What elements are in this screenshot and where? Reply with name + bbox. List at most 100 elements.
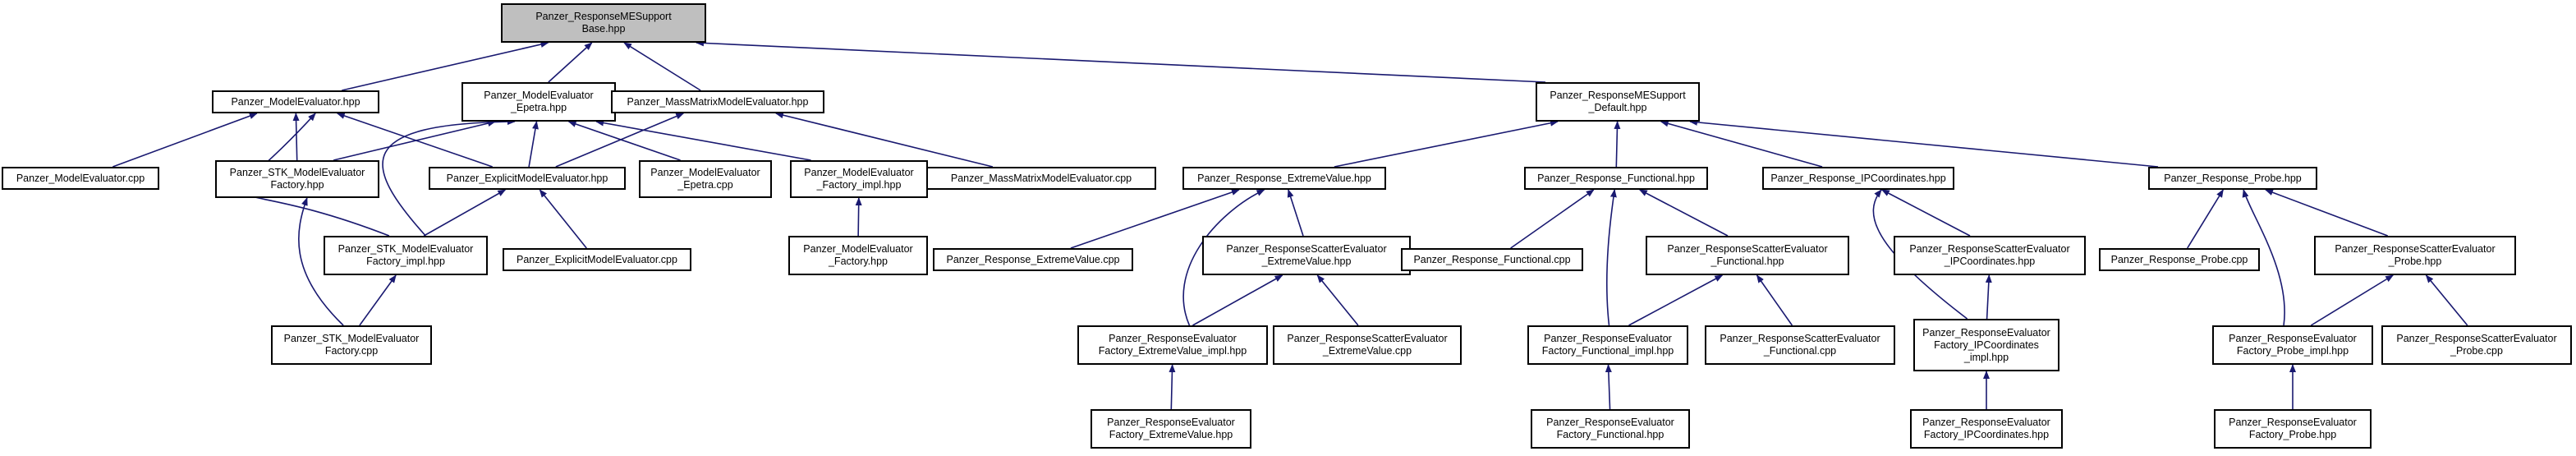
node-label-line: Panzer_ResponseEvaluator [1922, 326, 2050, 339]
edge-mass-matrix-cpp-to-mass-matrix-hpp [774, 112, 994, 168]
node-label-line: _Probe.cpp [2450, 345, 2503, 357]
node-mass-matrix-hpp[interactable]: Panzer_MassMatrixModelEvaluator.hpp [611, 90, 824, 113]
node-label-line: Panzer_ResponseMESupport [1550, 90, 1686, 101]
node-label-line: Factory_Probe_impl.hpp [2236, 345, 2349, 357]
edge-model-eval-factory-impl-to-model-eval-epetra-hpp [595, 119, 811, 161]
node-scatter-probe-hpp[interactable]: Panzer_ResponseScatterEvaluator_Probe.hp… [2314, 236, 2516, 275]
node-label-line: _ExtremeValue.cpp [1322, 345, 1412, 357]
node-label-line: Panzer_ModelEvaluator.cpp [16, 172, 145, 184]
node-functional-hpp[interactable]: Panzer_Response_Functional.hpp [1524, 167, 1708, 190]
edge-ipcoord-hpp-to-mes-default [1660, 120, 1823, 168]
node-model-eval-epetra-hpp[interactable]: Panzer_ModelEvaluator_Epetra.hpp [461, 82, 616, 122]
edge-stk-factory-impl-to-model-eval-epetra-hpp [382, 118, 516, 237]
node-label-line: Panzer_ExplicitModelEvaluator.cpp [517, 253, 677, 265]
node-model-eval-hpp[interactable]: Panzer_ModelEvaluator.hpp [212, 90, 379, 113]
node-model-eval-epetra-cpp[interactable]: Panzer_ModelEvaluator_Epetra.cpp [639, 160, 772, 198]
node-functional-cpp[interactable]: Panzer_Response_Functional.cpp [1401, 248, 1583, 271]
node-label-line: _Functional.cpp [1763, 345, 1837, 357]
node-label-line: Factory_ExtremeValue.hpp [1109, 429, 1233, 440]
edge-probe-cpp-to-probe-hpp [2187, 189, 2224, 249]
node-scatter-functional-hpp[interactable]: Panzer_ResponseScatterEvaluator_Function… [1646, 236, 1849, 275]
node-scatter-probe-cpp[interactable]: Panzer_ResponseScatterEvaluator_Probe.cp… [2381, 325, 2572, 365]
node-probe-cpp[interactable]: Panzer_Response_Probe.cpp [2099, 248, 2260, 271]
node-label-line: Panzer_ModelEvaluator [803, 243, 913, 255]
edge-factory-functional-impl-to-functional-hpp [1606, 189, 1617, 326]
node-label-line: _Default.hpp [1588, 102, 1647, 113]
node-label-line: _Epetra.hpp [510, 102, 567, 113]
node-label-line: Factory_Functional.hpp [1556, 429, 1665, 440]
node-scatter-ipcoord-hpp[interactable]: Panzer_ResponseScatterEvaluator_IPCoordi… [1894, 236, 2086, 275]
node-label-line: Panzer_Response_ExtremeValue.cpp [946, 253, 1120, 265]
edge-factory-extreme-impl-to-extreme-hpp [1182, 189, 1265, 326]
node-probe-hpp[interactable]: Panzer_Response_Probe.hpp [2148, 167, 2317, 190]
edge-explicit-hpp-to-mass-matrix-hpp [555, 113, 685, 168]
node-label-line: Panzer_STK_ModelEvaluator [229, 167, 365, 178]
edge-scatter-probe-cpp-to-scatter-probe-hpp [2425, 274, 2468, 326]
edge-model-eval-cpp-to-model-eval-hpp [112, 113, 258, 168]
node-model-eval-factory-impl[interactable]: Panzer_ModelEvaluator_Factory_impl.hpp [790, 160, 928, 198]
node-explicit-cpp[interactable]: Panzer_ExplicitModelEvaluator.cpp [503, 248, 691, 271]
node-model-eval-factory-hpp[interactable]: Panzer_ModelEvaluator_Factory.hpp [788, 236, 928, 275]
node-scatter-extreme-cpp[interactable]: Panzer_ResponseScatterEvaluator_ExtremeV… [1273, 325, 1462, 365]
node-model-eval-cpp[interactable]: Panzer_ModelEvaluator.cpp [2, 167, 159, 190]
edge-scatter-extreme-hpp-to-extreme-hpp [1287, 189, 1304, 237]
edge-explicit-cpp-to-explicit-hpp [539, 189, 587, 249]
node-label-line: Panzer_ResponseEvaluator [1107, 417, 1235, 428]
node-label-line: Base.hpp [581, 23, 626, 35]
edge-scatter-ipcoord-hpp-to-ipcoord-hpp [1880, 189, 1971, 237]
node-label-line: _impl.hpp [1963, 351, 2009, 363]
node-label-line: Panzer_ResponseScatterEvaluator [2396, 333, 2557, 344]
edge-model-eval-hpp-to-root [342, 41, 549, 91]
edge-extreme-cpp-to-extreme-hpp [1070, 189, 1240, 249]
node-label-line: Factory_ExtremeValue_impl.hpp [1098, 345, 1247, 357]
node-label-line: Panzer_ResponseScatterEvaluator [1226, 243, 1387, 255]
node-scatter-functional-cpp[interactable]: Panzer_ResponseScatterEvaluator_Function… [1705, 325, 1895, 365]
edge-stk-factory-impl-to-explicit-hpp [423, 189, 507, 237]
node-mes-default[interactable]: Panzer_ResponseMESupport_Default.hpp [1536, 82, 1700, 122]
node-extreme-cpp[interactable]: Panzer_Response_ExtremeValue.cpp [933, 248, 1133, 271]
node-extreme-hpp[interactable]: Panzer_Response_ExtremeValue.hpp [1182, 167, 1386, 190]
node-label-line: Panzer_Response_Probe.hpp [2164, 172, 2302, 184]
edge-factory-extreme-impl-to-scatter-extreme-hpp [1192, 274, 1283, 326]
node-label-line: Panzer_ResponseEvaluator [1922, 417, 2050, 428]
node-label-line: Panzer_MassMatrixModelEvaluator.hpp [627, 95, 809, 108]
node-label-line: Panzer_ResponseScatterEvaluator [2335, 243, 2496, 255]
edge-factory-probe-impl-to-scatter-probe-hpp [2310, 274, 2395, 326]
node-scatter-extreme-hpp[interactable]: Panzer_ResponseScatterEvaluator_ExtremeV… [1202, 236, 1411, 275]
edge-stk-factory-cpp-to-stk-factory-hpp [298, 197, 344, 326]
node-label-line: _Factory.hpp [828, 256, 889, 267]
node-label-line: Panzer_Response_IPCoordinates.hpp [1770, 172, 1946, 184]
node-label-line: Panzer_ResponseEvaluator [1109, 333, 1237, 344]
edge-functional-hpp-to-mes-default [1614, 121, 1621, 168]
node-label-line: Panzer_Response_Probe.cpp [2110, 253, 2248, 265]
edge-model-eval-epetra-hpp-to-root [548, 42, 593, 83]
node-label-line: Panzer_ResponseEvaluator [1546, 417, 1674, 428]
edge-factory-probe-impl-to-probe-hpp [2242, 189, 2285, 326]
edge-factory-ipcoord-impl-to-ipcoord-hpp [1872, 189, 1968, 320]
node-ipcoord-hpp[interactable]: Panzer_Response_IPCoordinates.hpp [1762, 167, 1954, 190]
node-label-line: Panzer_Response_Functional.hpp [1537, 172, 1695, 184]
node-label-line: Panzer_ResponseScatterEvaluator [1287, 333, 1448, 344]
edge-scatter-functional-cpp-to-scatter-functional-hpp [1756, 274, 1793, 326]
node-label-line: Panzer_ResponseScatterEvaluator [1667, 243, 1828, 255]
node-explicit-hpp[interactable]: Panzer_ExplicitModelEvaluator.hpp [429, 167, 626, 190]
node-label-line: Panzer_ResponseEvaluator [1544, 333, 1672, 344]
node-label-line: _IPCoordinates.hpp [1944, 256, 2036, 267]
edge-model-eval-factory-hpp-to-model-eval-factory-impl [855, 197, 862, 237]
node-label-line: Panzer_Response_Functional.cpp [1413, 253, 1571, 265]
node-mass-matrix-cpp[interactable]: Panzer_MassMatrixModelEvaluator.cpp [926, 167, 1156, 190]
